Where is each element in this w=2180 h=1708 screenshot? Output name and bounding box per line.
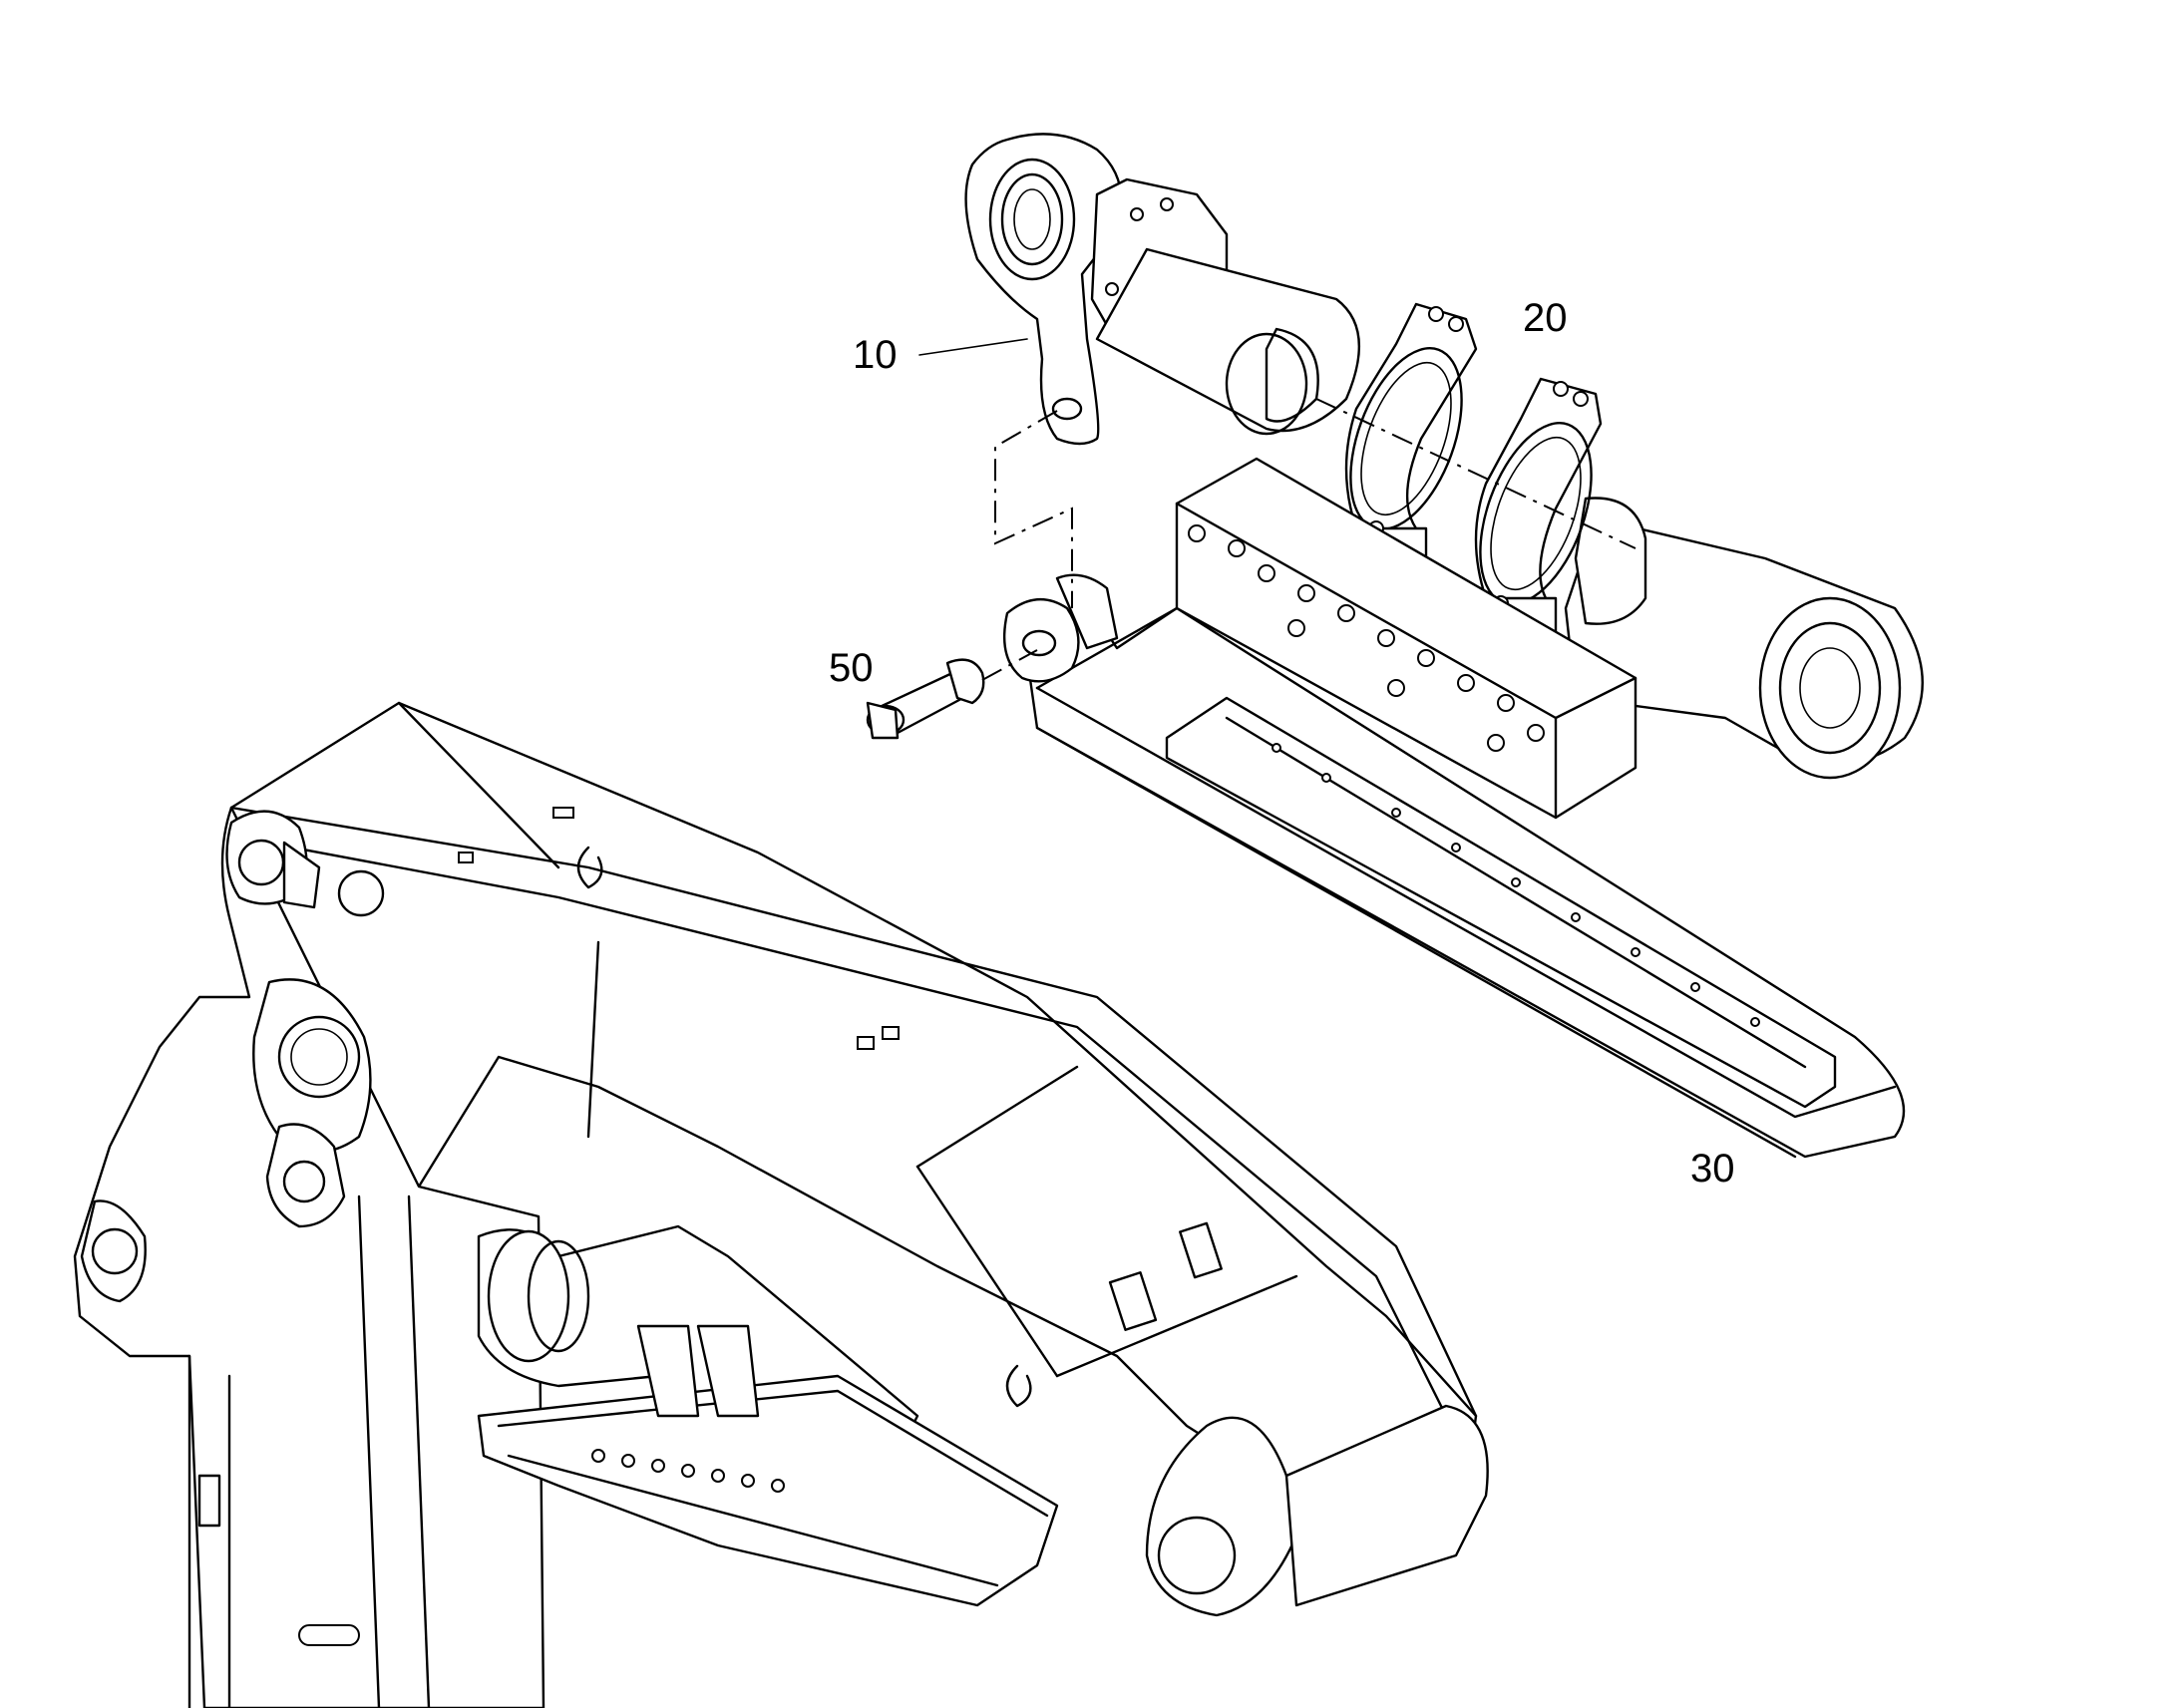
hydraulic-cylinder-part-10 [964,133,1924,780]
pin-bolt-part-50 [866,658,985,740]
assembly-reference-lines [981,410,1073,681]
installed-cylinder [477,1224,1059,1607]
callout-10: 10 [853,333,898,377]
callout-50: 50 [829,646,874,690]
leader-lines [918,338,1028,356]
boom-assembly [73,701,1489,1708]
callout-30: 30 [1690,1147,1735,1191]
callout-20: 20 [1523,296,1568,340]
